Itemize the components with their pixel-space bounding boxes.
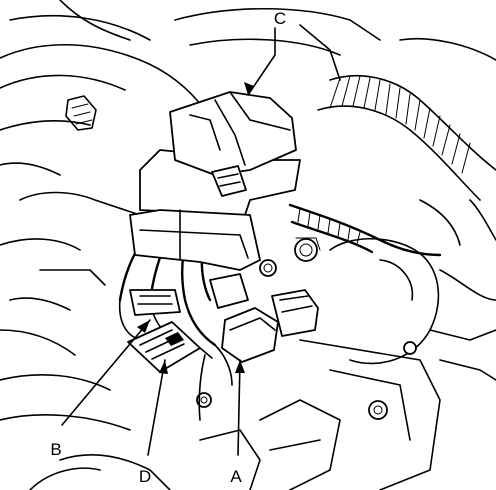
- leader-b: [61, 319, 151, 426]
- leader-a: [237, 359, 241, 456]
- callout-label-a: A: [230, 467, 242, 486]
- leader-d: [147, 359, 166, 456]
- part-b-connector: [129, 289, 181, 316]
- corrugated-hose-ribs: [329, 75, 471, 174]
- bolt-3: [368, 400, 388, 420]
- callout-label-d: D: [139, 467, 151, 486]
- leader-c: [247, 27, 276, 96]
- bolt-5: [196, 392, 212, 408]
- part-c-connector: [169, 91, 297, 197]
- callout-leaders: [61, 27, 276, 456]
- part-d-connector: [127, 321, 213, 373]
- bolt-1: [294, 237, 321, 262]
- bolt-2: [259, 259, 277, 277]
- bolt-4: [403, 341, 417, 355]
- callout-label-b: B: [50, 440, 61, 459]
- part-a-connector: [209, 273, 319, 363]
- callout-label-c: C: [274, 9, 286, 28]
